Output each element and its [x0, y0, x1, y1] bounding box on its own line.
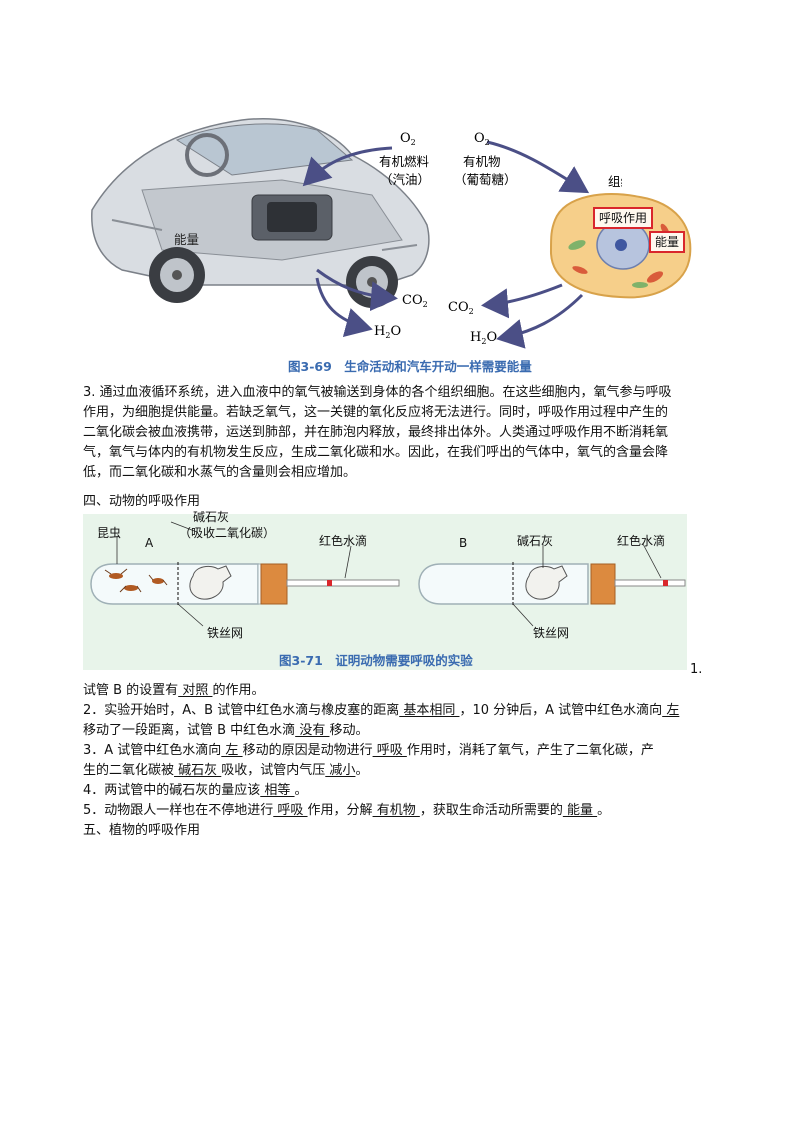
- car-h2o-arrow: [315, 277, 373, 338]
- red-drop-a-label: 红色水滴: [319, 534, 368, 548]
- o2-left-label: O2: [400, 131, 416, 147]
- cell-co2-label: CO2: [448, 300, 474, 316]
- insect-label: 昆虫: [97, 526, 122, 540]
- fuel-paren-label: （汽油）: [380, 172, 430, 187]
- fuel-label: 有机燃料: [379, 154, 430, 169]
- paragraph-3: 3. 通过血液循环系统，进入血液中的氧气被输送到身体的各个组织细胞。在这些细胞内…: [83, 383, 713, 483]
- organic-paren-label: （葡萄糖）: [454, 172, 517, 187]
- car-illustration: [91, 118, 430, 308]
- insects: [104, 568, 168, 593]
- soda-lime-bag-a: [189, 565, 232, 600]
- respiration-box: 呼吸作用: [593, 207, 653, 229]
- figure-3-71-caption: 图3-71 证明动物需要呼吸的实验: [279, 653, 473, 668]
- para3-line3: 二氧化碳会被血液携带，运送到肺部，并在肺泡内释放，最终排出体外。人类通过呼吸作用…: [83, 425, 669, 440]
- cell-h2o-arrow: [496, 293, 584, 349]
- tube-b-label: B: [459, 536, 468, 550]
- car-energy-label: 能量: [174, 232, 199, 247]
- cork-a: [260, 563, 288, 605]
- red-drop-a: [327, 580, 332, 586]
- tissue-cell-illustration: [549, 193, 692, 299]
- cork-b: [590, 563, 616, 605]
- red-drop-b: [663, 580, 668, 586]
- q1: 试管 B 的设置有 对照 的作用。: [83, 683, 265, 698]
- organic-label: 有机物: [463, 154, 501, 169]
- car-co2-arrow: [316, 268, 398, 312]
- q2-cont: 移动了一段距离，试管 B 中红色水滴 没有 移动。: [83, 723, 369, 738]
- q4: 4．两试管中的碱石灰的量应该 相等 。: [83, 783, 308, 798]
- absorb-co2-label: （吸收二氧化碳）: [179, 526, 276, 540]
- car-co2-label: CO2: [402, 293, 428, 309]
- tube-a-label: A: [145, 536, 154, 550]
- q2: 2．实验开始时，A、B 试管中红色水滴与橡皮塞的距离 基本相同 ，10 分钟后，…: [83, 703, 680, 718]
- question-number-1: 1.: [690, 662, 703, 677]
- questions: 试管 B 的设置有 对照 的作用。 2．实验开始时，A、B 试管中红色水滴与橡皮…: [83, 681, 723, 841]
- car-h2o-label: H2O: [374, 324, 401, 340]
- figure-3-71: 碱石灰 （吸收二氧化碳） 昆虫 A 红色水滴 铁丝网 B 碱石灰 红色水滴 铁丝…: [83, 510, 687, 670]
- wire-mesh-b-label: 铁丝网: [533, 626, 570, 640]
- q5: 5．动物跟人一样也在不停地进行 呼吸 作用，分解 有机物 ，获取生命活动所需要的…: [83, 803, 611, 818]
- figure-3-69: O2 O2 有机燃料 （汽油） 有机物 （葡萄糖） 组织细胞 能量 CO2 H2…: [91, 118, 622, 349]
- section-4-heading: 四、动物的呼吸作用: [83, 494, 201, 509]
- section-5-heading: 五、植物的呼吸作用: [83, 823, 201, 838]
- figure-3-69-caption: 图3-69 生命活动和汽车开动一样需要能量: [288, 359, 532, 374]
- para3-line4: 气，氧气与体内的有机物发生反应，生成二氧化碳和水。因此，在我们呼出的气体中，氧气…: [83, 445, 669, 460]
- wire-mesh-a-label: 铁丝网: [207, 626, 244, 640]
- q3-cont: 生的二氧化碳被 碱石灰 吸收，试管内气压 减小。: [83, 763, 369, 778]
- capillary-b: [614, 579, 686, 587]
- cell-co2-arrow: [481, 283, 563, 319]
- cell-h2o-label: H2O: [470, 330, 497, 346]
- tube-a: [90, 563, 259, 605]
- o2-to-cell-arrow: [486, 140, 590, 194]
- para3-line1: 3. 通过血液循环系统，进入血液中的氧气被输送到身体的各个组织细胞。在这些细胞内…: [83, 385, 672, 400]
- experiment-diagram: [90, 521, 686, 627]
- energy-box: 能量: [649, 231, 685, 253]
- o2-to-car-arrow: [302, 146, 393, 187]
- soda-lime-bag-b: [525, 565, 568, 600]
- soda-lime-b-label: 碱石灰: [517, 534, 554, 548]
- capillary-a: [286, 579, 400, 587]
- q3: 3．A 试管中红色水滴向 左 移动的原因是动物进行 呼吸 作用时，消耗了氧气，产…: [83, 743, 654, 758]
- para3-line5: 低，而二氧化碳和水蒸气的含量则会相应增加。: [83, 465, 357, 480]
- o2-right-label: O2: [474, 131, 490, 147]
- soda-lime-top-label: 碱石灰: [193, 510, 230, 524]
- tissue-cell-label: 组织细胞: [608, 174, 622, 189]
- red-drop-b-label: 红色水滴: [617, 534, 666, 548]
- para3-line2: 作用，为细胞提供能量。若缺乏氧气，这一关键的氧化反应将无法进行。同时，呼吸作用过…: [83, 405, 669, 420]
